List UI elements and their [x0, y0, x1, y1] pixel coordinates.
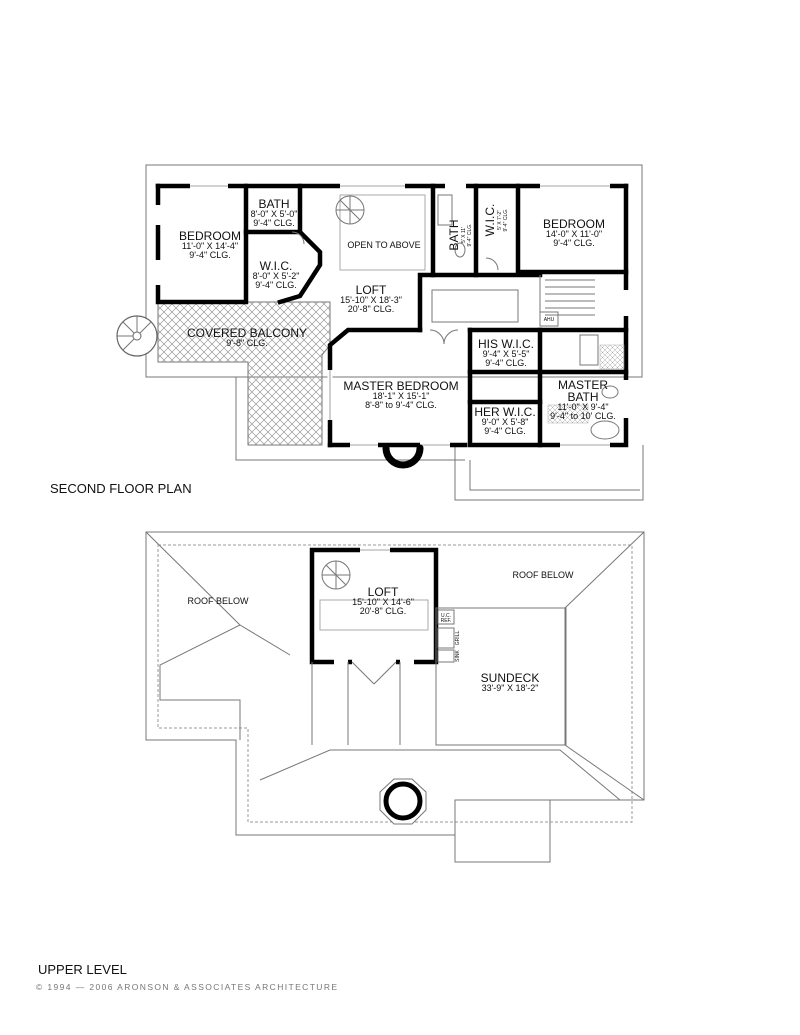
sundeck-dims: 33'-9" X 18'-2"	[482, 683, 539, 693]
roof-below-right-label: ROOF BELOW	[512, 570, 574, 580]
bedroom-right-ceiling: 9'-4" CLG.	[553, 238, 594, 248]
wic-left-ceiling: 9'-4" CLG.	[255, 280, 296, 290]
loft-dims: 15'-10" X 18'-3"	[340, 295, 402, 305]
room-wic-left: W.I.C. 8'-0" X 5'-2" 9'-4" CLG.	[253, 259, 300, 290]
bedroom-left-dims: 11'-0" X 14'-4"	[182, 241, 238, 251]
bedroom-left-name: BEDROOM	[179, 229, 241, 243]
room-master-bath: MASTER BATH 11'-0" X 9'-4" 9'-4" to 10' …	[550, 378, 616, 421]
room-her-wic: HER W.I.C. 9'-0" X 5'-8" 9'-4" CLG.	[474, 405, 535, 436]
bath-mid-dims: 5' X 11'	[461, 227, 467, 243]
room-bath-top: BATH 8'-0" X 5'-0" 9'-4" CLG.	[251, 197, 298, 228]
bath-mid-name: BATH	[447, 219, 461, 250]
master-bath-name-line2: BATH	[567, 390, 598, 404]
covered-balcony-floor	[157, 301, 331, 446]
sundeck-label-group: SUNDECK 33'-9" X 18'-2"	[481, 671, 540, 693]
loft-ceiling: 20'-8" CLG.	[348, 304, 394, 314]
room-bath-mid: BATH 5' X 11' 9'-4" CLG.	[447, 219, 473, 250]
upper-loft-ceiling: 20'-8" CLG.	[360, 606, 406, 616]
his-wic-name: HIS W.I.C.	[478, 337, 534, 351]
her-wic-ceiling: 9'-4" CLG.	[484, 426, 525, 436]
upper-level-title: UPPER LEVEL	[38, 962, 127, 977]
upper-loft-walls	[309, 547, 439, 745]
sundeck-area	[435, 607, 567, 746]
master-bedroom-ceiling: 8'-8" to 9'-4" CLG.	[365, 400, 437, 410]
room-bedroom-right: BEDROOM 14'-0" X 11'-0" 9'-4" CLG.	[543, 217, 605, 248]
master-bath-name-line1: MASTER	[558, 378, 608, 392]
his-wic-dims: 9'-4" X 5'-5"	[483, 349, 530, 359]
roof-below-left-label: ROOF BELOW	[187, 596, 249, 606]
copyright-line: © 1994 — 2006 ARONSON & ASSOCIATES ARCHI…	[36, 982, 338, 992]
master-bay-window	[382, 444, 424, 469]
bedroom-right-dims: 14'-0" X 11'-0"	[546, 229, 602, 239]
wic-left-name: W.I.C.	[260, 259, 293, 273]
master-bedroom-dims: 18'-1" X 15'-1"	[373, 391, 430, 401]
bath-mid-ceiling: 9'-4" CLG.	[467, 223, 473, 246]
covered-balcony-name: COVERED BALCONY	[187, 326, 307, 340]
room-loft: LOFT 15'-10" X 18'-3" 20'-8" CLG.	[340, 283, 402, 314]
upper-level-plan: ROOF BELOW ROOF BELOW LOFT 15'-10" X 14'…	[36, 531, 645, 992]
upper-loft-dims: 15'-10" X 14'-6"	[352, 597, 414, 607]
open-to-above-label: OPEN TO ABOVE	[347, 240, 420, 250]
cupola	[379, 778, 427, 825]
his-wic-ceiling: 9'-4" CLG.	[485, 358, 526, 368]
upper-loft-name: LOFT	[368, 585, 399, 599]
wic-left-dims: 8'-0" X 5'-2"	[253, 271, 300, 281]
bedroom-right-name: BEDROOM	[543, 217, 605, 231]
balcony-spiral-stair	[116, 315, 158, 357]
wic-right-dims: 5' X 7'-2"	[497, 210, 503, 230]
sink-label: SINK	[455, 650, 461, 662]
bath-top-dims: 8'-0" X 5'-0"	[251, 209, 298, 219]
master-bedroom-name: MASTER BEDROOM	[343, 379, 458, 393]
her-wic-dims: 9'-0" X 5'-8"	[482, 417, 529, 427]
ahu-label: AHU	[544, 317, 555, 323]
uc-ref-label-line2: REF.	[441, 618, 452, 624]
wic-right-ceiling: 9'-4" CLG.	[503, 208, 509, 231]
covered-balcony-ceiling: 9'-8" CLG.	[226, 338, 267, 348]
second-floor-windows	[155, 183, 629, 448]
upper-roof-lines	[145, 531, 645, 863]
master-bath-dims: 11'-0" X 9'-4"	[557, 402, 608, 412]
grill-label: GRILL	[455, 631, 461, 646]
master-bath-ceiling: 9'-4" to 10' CLG.	[550, 411, 616, 421]
wic-right-name: W.I.C.	[483, 204, 497, 237]
bath-top-ceiling: 9'-4" CLG.	[253, 218, 294, 228]
upper-room-loft: LOFT 15'-10" X 14'-6" 20'-8" CLG.	[352, 585, 414, 616]
bedroom-left-ceiling: 9'-4" CLG.	[189, 250, 230, 260]
bath-top-name: BATH	[258, 197, 289, 211]
uc-ref-label-line1: U.C.	[441, 613, 451, 619]
room-his-wic: HIS W.I.C. 9'-4" X 5'-5" 9'-4" CLG.	[478, 337, 534, 368]
second-floor-plan: BEDROOM 11'-0" X 14'-4" 9'-4" CLG. BATH …	[50, 164, 644, 501]
second-floor-fixtures	[291, 194, 625, 440]
room-covered-balcony: COVERED BALCONY 9'-8" CLG.	[187, 326, 307, 348]
room-bedroom-left: BEDROOM 11'-0" X 14'-4" 9'-4" CLG.	[179, 229, 241, 260]
sundeck-name: SUNDECK	[481, 671, 540, 685]
second-floor-title: SECOND FLOOR PLAN	[50, 481, 192, 496]
loft-name: LOFT	[356, 283, 387, 297]
her-wic-name: HER W.I.C.	[474, 405, 535, 419]
room-master-bedroom: MASTER BEDROOM 18'-1" X 15'-1" 8'-8" to …	[343, 379, 458, 410]
room-wic-right: W.I.C. 5' X 7'-2" 9'-4" CLG.	[483, 204, 509, 237]
